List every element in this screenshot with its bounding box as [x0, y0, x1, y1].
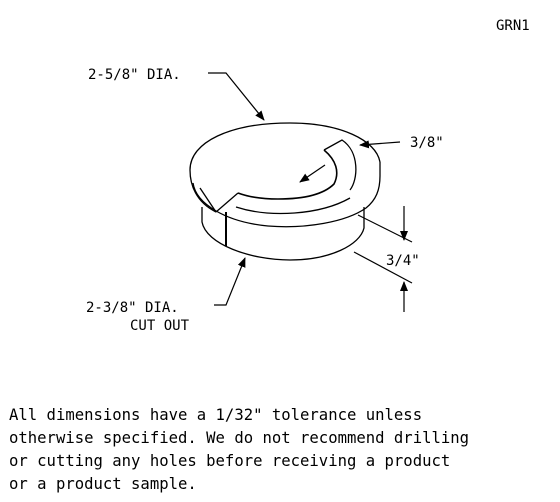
cutout-label: CUT OUT — [130, 318, 190, 334]
tolerance-note: All dimensions have a 1/32" tolerance un… — [9, 404, 557, 496]
slot-width-label: 3/8" — [410, 135, 444, 151]
slot-width-callout — [299, 140, 401, 183]
height-label: 3/4" — [386, 253, 420, 269]
note-line: otherwise specified. We do not recommend… — [9, 429, 470, 447]
height-callout — [353, 206, 413, 312]
grommet-drawing: GRN1 2-5/8" DIA. 3/8" 3/4" — [86, 18, 530, 334]
grommet-sleeve — [201, 207, 365, 261]
note-line: or a product sample. — [9, 475, 197, 493]
cutout-callout — [214, 257, 246, 306]
cutout-diameter-label: 2-3/8" DIA. — [86, 300, 179, 316]
outer-diameter-callout — [208, 72, 265, 121]
grommet-cap — [189, 122, 381, 228]
note-line: or cutting any holes before receiving a … — [9, 452, 451, 470]
part-code-label: GRN1 — [496, 18, 530, 34]
outer-diameter-label: 2-5/8" DIA. — [88, 67, 181, 83]
note-line: All dimensions have a 1/32" tolerance un… — [9, 406, 423, 424]
cable-slot — [237, 149, 338, 200]
